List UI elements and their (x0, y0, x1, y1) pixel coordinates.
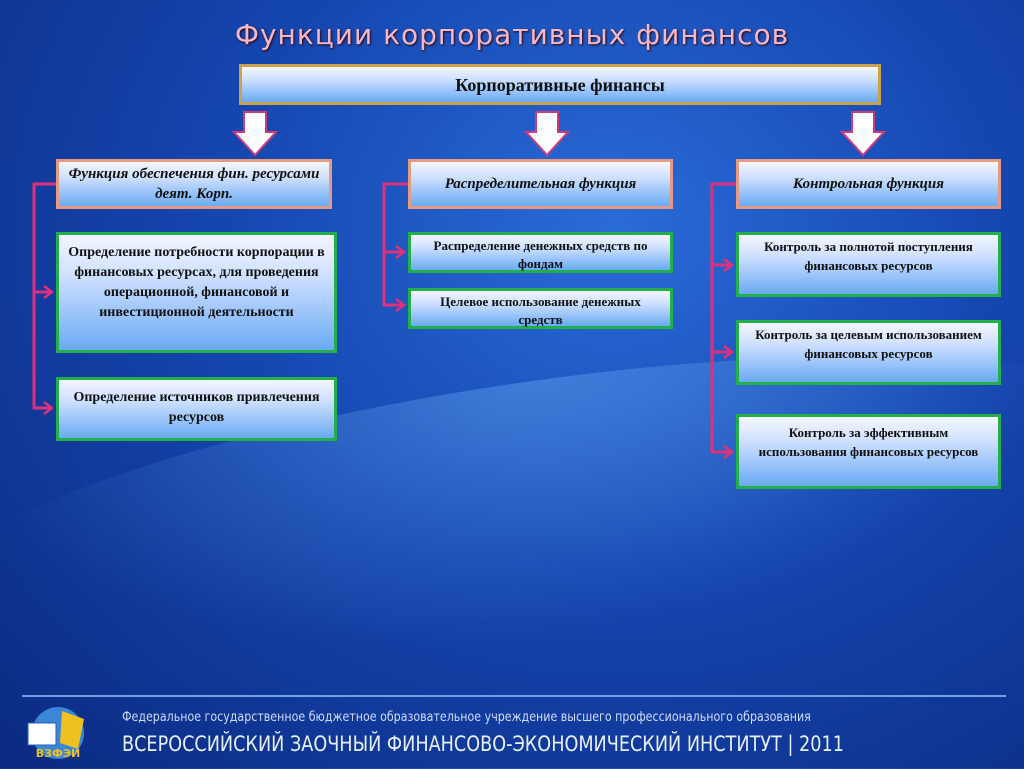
down-arrow-icon (524, 111, 570, 157)
item-box: Контроль за целевым использованием финан… (736, 320, 1001, 385)
slide-title: Функции корпоративных финансов (234, 18, 790, 51)
item-box: Целевое использование денежных средств (408, 288, 673, 329)
down-arrow-icon (232, 111, 278, 157)
svg-text:ВЗФЭИ: ВЗФЭИ (36, 747, 80, 760)
item-box: Контроль за полнотой поступления финансо… (736, 232, 1001, 297)
item-box: Распределение денежных средств по фондам (408, 232, 673, 273)
footer-divider (22, 695, 1006, 697)
item-box: Определение потребности корпорации в фин… (56, 232, 337, 353)
header-control-function: Контрольная функция (736, 159, 1001, 209)
item-box: Определение источников привлечения ресур… (56, 377, 337, 441)
root-box: Корпоративные финансы (239, 64, 881, 105)
institute-logo: ВЗФЭИ (27, 707, 84, 760)
down-arrow-icon (840, 111, 886, 157)
item-box: Контроль за эффективным использования фи… (736, 414, 1001, 489)
footer-line-2: ВСЕРОССИЙСКИЙ ЗАОЧНЫЙ ФИНАНСОВО-ЭКОНОМИЧ… (122, 732, 844, 756)
header-funding-function: Функция обеспечения фин. ресурсами деят.… (56, 159, 332, 209)
footer-line-1: Федеральное государственное бюджетное об… (122, 709, 811, 725)
header-distribution-function: Распределительная функция (408, 159, 673, 209)
